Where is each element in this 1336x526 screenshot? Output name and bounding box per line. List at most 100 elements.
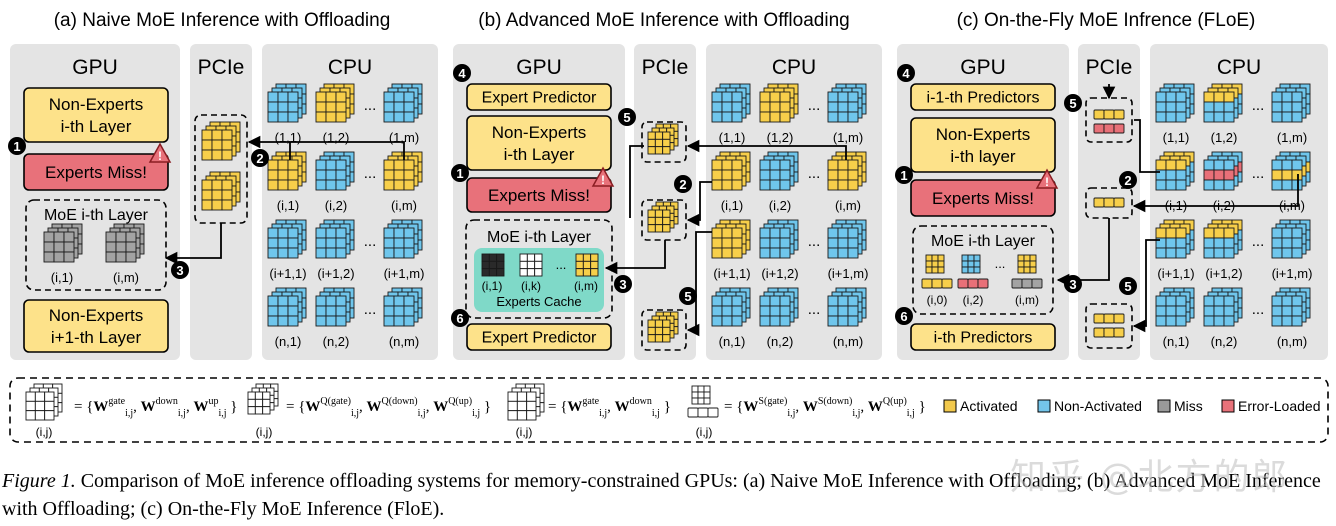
panel-b-moe-label: (i,m) (574, 279, 598, 293)
panel-b-expert-predictor-bottom-label: Expert Predictor (482, 330, 597, 347)
panel-c-step-5-badge-number: 5 (1069, 96, 1076, 111)
panel-b-step-5-badge-number: 5 (623, 110, 630, 125)
panel-b-pcie-miss-frame (641, 199, 687, 241)
panel-b-cpu-expert-cube (827, 83, 867, 123)
panel-b-moe-label: (i,1) (482, 279, 503, 293)
panel-a-non-experts-box: Non-Experts i-th Layer (23, 87, 169, 143)
legend-label-miss: Miss (1174, 398, 1203, 414)
panel-c-moe-ellipsis: ... (995, 256, 1006, 271)
panel-a-cpu-expert-label: (i,2) (325, 198, 347, 213)
panel-c-cpu-expert-label: (1,m) (1277, 130, 1307, 145)
panel-b-prefetch-arrow (686, 139, 847, 160)
panel-b-cpu-expert-label: (i,m) (835, 198, 861, 213)
panel-a-missing-expert-cube (105, 223, 145, 263)
panel-c-moe-expert-grid (961, 254, 981, 274)
panel-b-cpu-expert-label: (n,1) (719, 334, 746, 349)
panel-c-cpu-expert-cube (1271, 151, 1311, 191)
panel-a-step-2-badge (251, 149, 269, 167)
panel-a-cpu-expert-cube (383, 287, 423, 327)
panel-b-cached-expert-grid (481, 253, 505, 277)
panel-c-prev-predictors-box-label: i-1-th Predictors (927, 90, 1040, 107)
panel-c-gpu-header: GPU (960, 56, 1006, 79)
panel-a-cpu-expert-label: (i+1,m) (384, 266, 425, 281)
legend-cube-label: (i,j) (696, 425, 713, 439)
panel-c-step-3-badge (1064, 275, 1082, 293)
panel-b-step-1-badge (451, 164, 469, 182)
panel-b-gpu-header: GPU (516, 56, 562, 79)
panel-b-cpu-area (706, 44, 882, 360)
panel-c-step-6-badge-number: 6 (900, 309, 907, 324)
panel-a-moe-label: (i,m) (113, 270, 139, 285)
panel-b-cpu-expert-cube (711, 151, 751, 191)
legend-gated-expert-cube (507, 383, 545, 421)
panel-a-cpu-expert-label: (n,2) (323, 334, 350, 349)
panel-b-cpu-expert-label: (i+1,1) (713, 266, 750, 281)
panel-c-step-6-badge (895, 307, 913, 325)
panel-c-pcie-miss-frame (1085, 187, 1133, 219)
panel-b-step-4-badge-number: 4 (458, 66, 466, 81)
panel-b-cpu-expert-label: (i,1) (721, 198, 743, 213)
legend-sparse-expert-strip (687, 407, 719, 418)
panel-a-cpu-header: CPU (328, 56, 372, 79)
panel-a-warning-icon (148, 142, 172, 163)
panel-b-cpu-expert-label: (1,2) (767, 130, 794, 145)
panel-a-cpu-expert-cube (267, 83, 307, 123)
watermark: 知乎 @北方的郎 (1010, 457, 1290, 498)
panel-b-cpu-ellipsis: ... (808, 301, 821, 318)
panel-b-step-1-badge-number: 1 (456, 166, 463, 181)
panel-b-cached-expert-grid (519, 253, 543, 277)
legend-cube-label: (i,j) (256, 425, 273, 439)
panel-a-non-experts-box-label: i-th Layer (61, 117, 132, 136)
panel-b-expert-predictor-top: Expert Predictor (466, 83, 612, 111)
panel-b-pcie-header: PCIe (642, 56, 689, 79)
panel-c-cpu-expert-cube (1155, 219, 1195, 259)
panel-c-cpu-expert-cube (1155, 151, 1195, 191)
panel-a-next-non-experts-box-label: Non-Experts (49, 306, 143, 325)
panel-a-step-1-badge-number: 1 (13, 139, 20, 154)
panel-a-step-3-badge-number: 3 (176, 263, 183, 278)
panel-c-miss-arrow (1132, 174, 1299, 213)
panel-c-cpu-area (1150, 44, 1328, 360)
panel-a-non-experts-box-label: Non-Experts (49, 95, 143, 114)
legend-label-activated: Activated (960, 398, 1018, 414)
panel-c-prev-predictors-box-frame (910, 83, 1056, 111)
panel-b-experts-miss-box: Experts Miss! (466, 177, 612, 213)
panel-a-cpu-expert-label: (i+1,1) (269, 266, 306, 281)
panel-a-cpu-ellipsis: ... (364, 165, 377, 182)
legend-cube-label: (i,j) (516, 425, 533, 439)
panel-c-moe-layer-frame (912, 225, 1054, 315)
panel-c-moe-layer-label: MoE i-th Layer (931, 233, 1036, 250)
panel-b-pcie-prefetch-frame (641, 121, 687, 163)
panel-b-expert-predictor-top-label: Expert Predictor (482, 90, 597, 107)
moe-offloading-diagram: (a) Naive MoE Inference with Offloading(… (8, 10, 1329, 443)
panel-c-cpu-expert-cube (1203, 83, 1243, 123)
panel-a-cpu-expert-cube (267, 151, 307, 191)
panel-c-cpu-expert-cube (1271, 287, 1311, 327)
panel-b-cache-arrow (604, 240, 666, 275)
legend-swatch-miss (1157, 399, 1171, 413)
panel-b-cpu-expert-cube (759, 287, 799, 327)
panel-c-step-5b-badge-number: 5 (1124, 279, 1131, 294)
panel-b-next-arrow (686, 231, 712, 337)
legend-label-error-loaded: Error-Loaded (1238, 398, 1321, 414)
panel-b-cpu-header: CPU (772, 56, 816, 79)
panel-c-step-1-badge (895, 166, 913, 184)
panel-b-title: (b) Advanced MoE Inference with Offloadi… (478, 10, 849, 31)
panel-b-cpu-expert-label: (i+1,2) (761, 266, 798, 281)
panel-b-cpu-expert-cube (827, 151, 867, 191)
panel-a-cpu-expert-cube (383, 151, 423, 191)
panel-b-non-experts-box-label: i-th Layer (504, 145, 575, 164)
panel-b-cpu-expert-label: (n,m) (833, 334, 863, 349)
panel-a-warning-icon-mark: ! (158, 149, 162, 163)
panel-c-cpu-expert-label: (1,1) (1163, 130, 1190, 145)
panel-b-step-2-badge-number: 2 (679, 177, 686, 192)
panel-a-step-3-badge (171, 261, 189, 279)
panel-b-prefetch-link (629, 145, 644, 218)
caption-figure-number: Figure 1. (2, 470, 76, 492)
panel-a-moe-layer-frame (25, 199, 167, 291)
panel-a-transfer-cube (201, 171, 241, 211)
panel-a-next-non-experts-box-label: i+1-th Layer (51, 328, 142, 347)
panel-a-experts-miss-box-label: Experts Miss! (45, 163, 147, 182)
panel-a-missing-expert-cube (43, 223, 83, 263)
